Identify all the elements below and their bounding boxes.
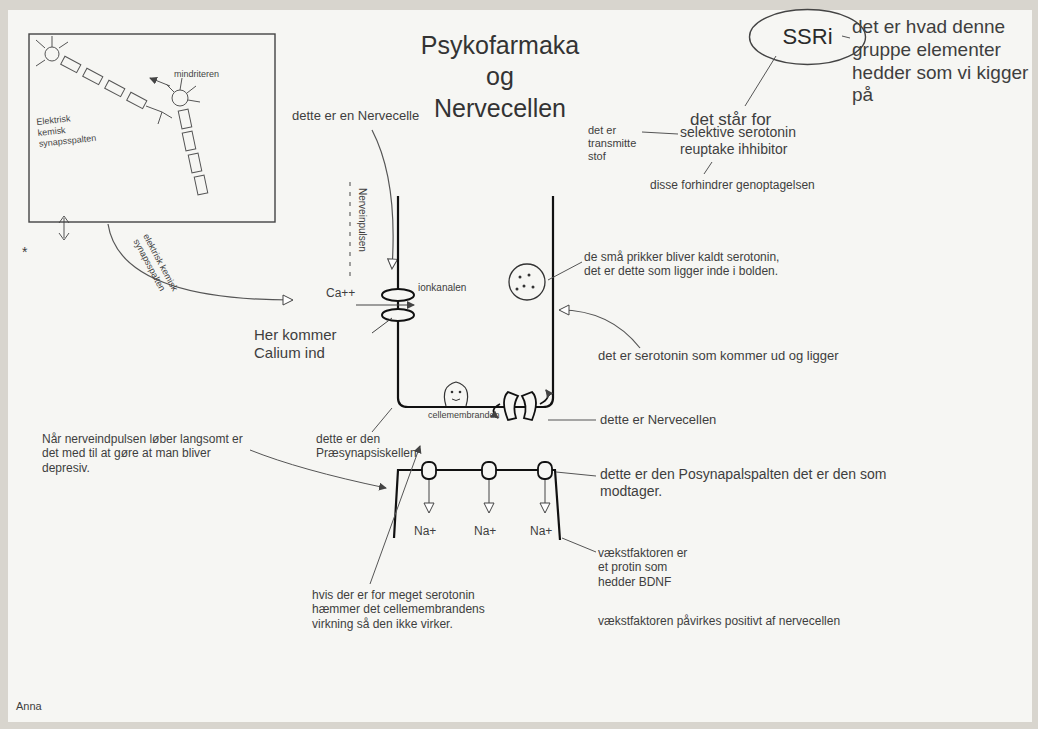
note: de små prikker bliver kaldt serotonin, d… xyxy=(584,250,794,279)
pointer-arrow xyxy=(560,310,640,348)
leader-line xyxy=(842,36,850,38)
node-text: SSRi xyxy=(748,24,867,50)
part-label: elektrisk kemisk synapsspalten xyxy=(131,232,184,306)
double-arrow-symbol xyxy=(59,216,69,240)
serotonin-blob xyxy=(444,382,467,406)
vesicle xyxy=(509,264,545,300)
leader-line xyxy=(562,538,596,552)
note: vækstfaktoren påvirkes positivt af nerve… xyxy=(598,614,840,628)
ion-label: Na+ xyxy=(530,524,552,538)
signature: Anna xyxy=(16,700,42,713)
pointer-arrow xyxy=(108,224,292,300)
node-text: Elektrisk kemisk synapsspalten xyxy=(36,111,97,149)
leader-line xyxy=(642,132,678,134)
node-text: mindriteren xyxy=(174,69,219,80)
inset-box: Elektrisk kemisk synapsspalten mindritere… xyxy=(28,33,276,223)
leader-line xyxy=(372,408,392,432)
leader-line xyxy=(372,318,392,333)
note: Når nerveindpulsen løber langsomt er det… xyxy=(42,432,252,475)
note: dette er den Præsynapsiskellen xyxy=(316,432,404,461)
note: hvis der er for meget serotonin hæmmer d… xyxy=(312,588,522,631)
ion-label: Na+ xyxy=(414,524,436,538)
note: det er transmitte stof xyxy=(588,124,642,164)
leader-line xyxy=(556,472,596,476)
note: vækstfaktoren er et protin som hedder BD… xyxy=(598,546,698,589)
leader-line xyxy=(704,162,712,174)
note: Her kommer Calium ind xyxy=(254,326,370,362)
neuron-sketch xyxy=(36,36,208,195)
note: selektive serotonin reuptake ihhibitor xyxy=(680,124,840,158)
leader-line xyxy=(548,420,596,421)
note: det er hvad denne gruppe elementer hedde… xyxy=(852,16,1030,107)
paper xyxy=(8,10,1032,722)
leader-line xyxy=(548,262,582,280)
leader-line xyxy=(745,56,776,106)
sodium-arrow xyxy=(429,480,545,512)
note: disse forhindrer genoptagelsen xyxy=(650,178,815,192)
postsynaptic-membrane xyxy=(394,470,560,540)
title: Psykofarmaka og Nervecellen xyxy=(418,30,582,124)
ion-label: Ca++ xyxy=(326,286,355,300)
part-label: ionkanalen xyxy=(418,282,466,294)
ellipse-node: SSRi xyxy=(748,8,867,66)
pointer-arrow xyxy=(372,130,393,268)
note: dette er en Nervecelle xyxy=(292,108,419,124)
receptor xyxy=(422,462,552,479)
part-label: cellemembranden xyxy=(428,410,500,421)
calcium-arrow xyxy=(356,305,414,306)
signal-label: Nerveinpulsen xyxy=(356,188,368,252)
reuptake-transporter xyxy=(493,390,548,420)
impulse-line xyxy=(349,182,350,276)
note: dette er den Posynapalspalten det er den… xyxy=(600,466,900,500)
leader-line xyxy=(370,446,420,584)
note: dette er Nervecellen xyxy=(600,412,716,428)
ion-label: Na+ xyxy=(474,524,496,538)
note: det er serotonin som kommer ud og ligger xyxy=(598,348,839,364)
symbol: * xyxy=(22,244,27,261)
presynaptic-terminal xyxy=(398,196,553,407)
